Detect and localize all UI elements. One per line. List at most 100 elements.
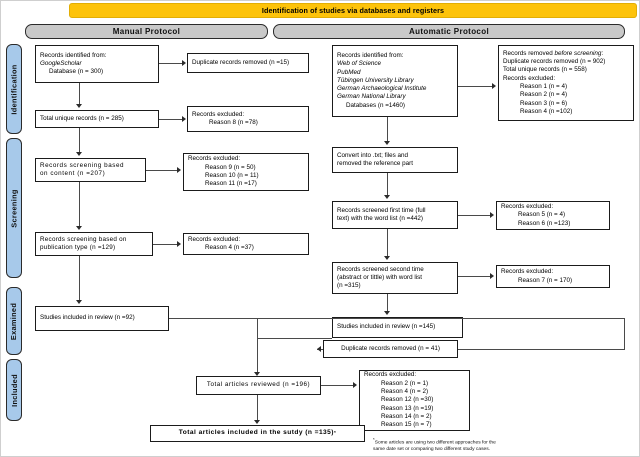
auto-records-identified-title: Records identified from: — [337, 51, 404, 59]
arrowhead-merge-duplicates — [317, 346, 321, 352]
connector-manual-unique-to-content — [79, 128, 81, 153]
footnote-marker: * — [373, 437, 375, 442]
connector-manual-pubtype-to-studies — [79, 256, 81, 301]
auto-screened-first-box: Records screened first time (full text) … — [332, 201, 458, 229]
arrowhead-auto-studies — [384, 311, 390, 315]
connector-auto-convert-to-first — [387, 173, 389, 196]
manual-screening-pubtype-line1: Records screening based on — [40, 235, 127, 243]
auto-removed-reason-2: Reason 2 (n = 4) — [520, 91, 568, 99]
auto-convert-box: Convert into .txt; files and removed the… — [332, 147, 458, 173]
manual-records-identified-database: Database (n = 300) — [49, 68, 104, 76]
connector-manual-content-to-pubtype — [79, 182, 81, 227]
connector-merge-to-duplicates — [317, 349, 625, 351]
manual-excluded-pubtype-box: Records excluded: Reason 4 (n =37) — [183, 233, 309, 255]
connector-auto-identified-to-removed — [458, 86, 492, 88]
connector-auto-second-to-excluded — [458, 276, 490, 278]
merged-excluded-final-box: Records excluded: Reason 2 (n = 1) Reaso… — [359, 370, 470, 431]
auto-convert-line2: removed the reference part — [337, 160, 413, 167]
auto-records-identified-source-2: PubMed — [337, 68, 361, 76]
merged-total-reviewed-text: Total articles reviewed (n =196) — [206, 381, 311, 389]
auto-removed-before-screening-title: Records removed before screening: — [503, 49, 604, 57]
stage-included: Included — [6, 359, 22, 421]
manual-screening-pubtype-line2: publication type (n =129) — [40, 244, 116, 251]
arrowhead-auto-excluded-second — [490, 273, 494, 279]
arrowhead-manual-excluded-content — [177, 167, 181, 173]
arrowhead-auto-second — [384, 256, 390, 260]
connector-auto-studies-tie — [257, 338, 332, 340]
connector-merge-to-total-reviewed — [257, 318, 259, 373]
arrowhead-manual-excluded-pubtype — [177, 241, 181, 247]
auto-records-identified-source-3: Tübingen University Library — [337, 76, 414, 84]
auto-removed-total-unique: Total unique records (n = 558) — [503, 66, 587, 74]
protocol-header-automatic: Automatic Protocol — [273, 24, 625, 39]
manual-records-identified-source: GoogleScholar — [40, 59, 82, 67]
diagram-banner: Identification of studies via databases … — [69, 3, 637, 18]
connector-total-reviewed-to-excluded — [321, 385, 353, 387]
merged-total-included-marker: * — [333, 430, 337, 436]
manual-screening-pubtype-box: Records screening based on publication t… — [35, 232, 153, 256]
manual-total-unique-text: Total unique records (n = 285) — [40, 114, 124, 122]
manual-excluded-content-box: Records excluded: Reason 9 (n = 50) Reas… — [183, 153, 309, 191]
arrowhead-manual-excluded-unique — [182, 116, 186, 122]
footnote-line2: same date set or comparing two different… — [373, 447, 491, 453]
manual-excluded-pubtype-title: Records excluded: — [188, 235, 241, 243]
arrowhead-manual-duplicates — [182, 60, 186, 66]
stage-screening: Screening — [6, 138, 22, 278]
protocol-label-automatic: Automatic Protocol — [408, 27, 490, 36]
auto-studies-included-text: Studies included in review (n =145) — [337, 323, 436, 331]
footnote-line1: Some articles are using two different ap… — [374, 440, 496, 446]
manual-screening-content-line1: Records screening based — [40, 161, 125, 169]
connector-auto-second-to-studies — [387, 294, 389, 312]
merged-total-reviewed-box: Total articles reviewed (n =196) — [196, 376, 321, 395]
manual-excluded-pubtype-reason-1: Reason 4 (n =37) — [205, 244, 254, 251]
manual-excluded-after-unique-title: Records excluded: — [192, 110, 245, 118]
stage-identification: Identification — [6, 44, 22, 134]
auto-studies-included-box: Studies included in review (n =145) — [332, 317, 463, 338]
manual-total-unique-box: Total unique records (n = 285) — [35, 110, 159, 128]
merged-excluded-final-reason-6: Reason 15 (n = 7) — [381, 421, 432, 429]
stage-label-screening: Screening — [9, 188, 19, 228]
manual-duplicates-removed-text: Duplicate records removed (n =15) — [192, 58, 290, 66]
auto-screened-second-line3: (n =315) — [337, 282, 361, 290]
auto-removed-reason-4: Reason 4 (n =102) — [520, 107, 573, 115]
connector-auto-first-to-second — [387, 229, 389, 257]
banner-title: Identification of studies via databases … — [261, 6, 445, 15]
auto-records-identified-source-1: Web of Science — [337, 60, 381, 68]
arrowhead-auto-excluded-first — [490, 212, 494, 218]
arrowhead-manual-pubtype — [76, 226, 82, 230]
auto-records-identified-source-4: German Archaeological Institute — [337, 85, 427, 93]
auto-excluded-first-box: Records excluded: Reason 5 (n = 4) Reaso… — [496, 201, 610, 230]
manual-studies-included-text: Studies included in review (n =92) — [40, 314, 135, 322]
merged-excluded-final-reason-2: Reason 4 (n = 2) — [381, 388, 429, 396]
stage-label-identification: Identification — [9, 63, 19, 115]
arrowhead-manual-studies — [76, 300, 82, 304]
merged-excluded-final-reason-1: Reason 2 (n = 1) — [381, 379, 429, 387]
auto-removed-duplicates: Duplicate records removed (n = 902) — [503, 58, 606, 66]
manual-excluded-content-title: Records excluded: — [188, 155, 241, 163]
stage-label-examined: Examined — [9, 302, 19, 340]
auto-removed-excluded-title: Records excluded: — [503, 74, 556, 82]
manual-excluded-after-unique-box: Records excluded: Reason 8 (n =78) — [187, 106, 309, 132]
arrowhead-excluded-final — [353, 382, 357, 388]
auto-removed-reason-3: Reason 3 (n = 6) — [520, 99, 568, 107]
connector-auto-identified-to-convert — [387, 117, 389, 142]
auto-screened-second-line2: (abstract or tittle) with word list — [337, 273, 423, 281]
manual-records-identified-title: Records identified from: — [40, 51, 107, 59]
auto-removed-reason-1: Reason 1 (n = 4) — [520, 83, 568, 90]
auto-excluded-first-reason-2: Reason 6 (n =123) — [518, 219, 571, 227]
merged-total-included-text: Total articles included in the sutdy (n … — [178, 429, 334, 437]
merged-excluded-final-reason-3: Reason 12 (n =30) — [381, 396, 434, 404]
auto-excluded-second-reason-1: Reason 7 (n = 170) — [518, 276, 573, 284]
stage-label-included: Included — [9, 373, 19, 407]
manual-excluded-after-unique-reason-1: Reason 8 (n =78) — [209, 119, 258, 126]
merged-excluded-final-reason-4: Reason 13 (n =19) — [381, 404, 434, 412]
connector-manual-content-to-excluded — [146, 170, 177, 172]
connector-manual-identified-to-unique — [79, 83, 81, 105]
manual-records-identified-box: Records identified from: GoogleScholar D… — [35, 45, 159, 83]
arrowhead-total-reviewed — [254, 372, 260, 376]
manual-studies-included-box: Studies included in review (n =92) — [35, 306, 169, 331]
connector-manual-identified-to-duplicates — [159, 63, 182, 65]
merged-total-included-box: Total articles included in the sutdy (n … — [150, 425, 365, 442]
arrowhead-auto-removed — [492, 83, 496, 89]
auto-excluded-second-title: Records excluded: — [501, 268, 554, 276]
